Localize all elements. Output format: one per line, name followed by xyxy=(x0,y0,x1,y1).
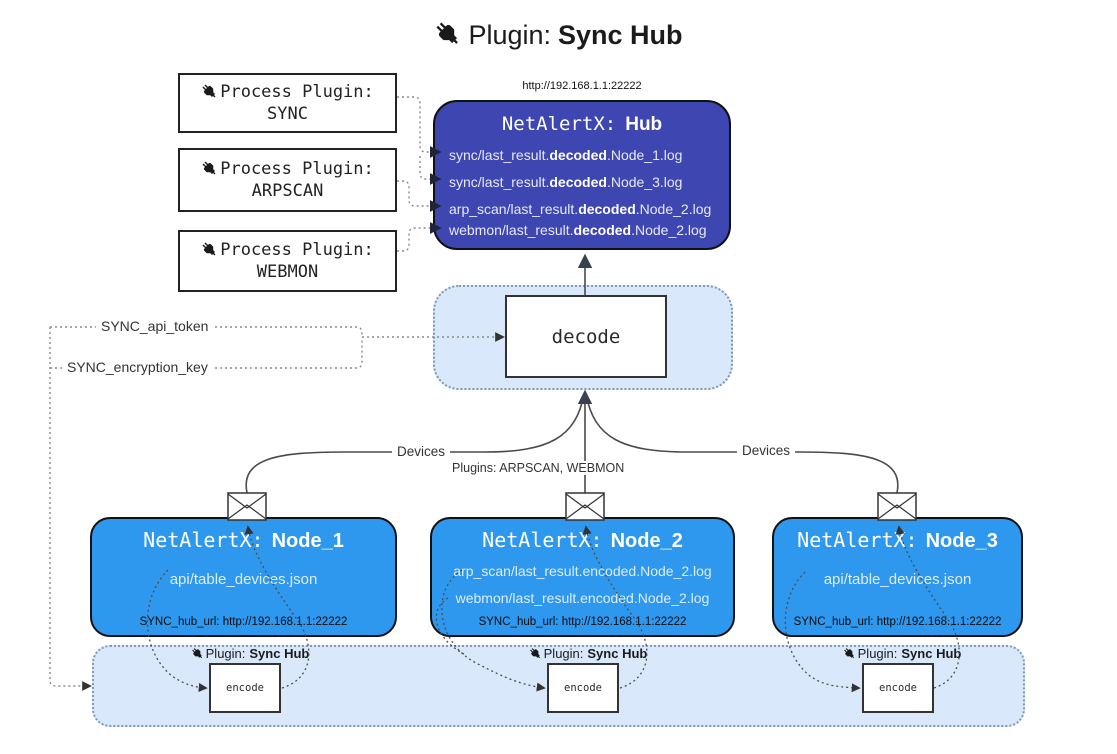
encode-box: encode xyxy=(862,663,934,713)
plug-icon xyxy=(842,646,856,661)
sync-api-token-label: SYNC_api_token xyxy=(96,318,214,334)
devices-right-label: Devices xyxy=(737,443,796,458)
devices-left-label: Devices xyxy=(392,444,451,459)
hub-log-line: sync/last_result.decoded.Node_1.log xyxy=(449,147,683,163)
node-file: arp_scan/last_result.encoded.Node_2.log xyxy=(453,563,712,579)
node-box-node3: NetAlertX:Node_3 api/table_devices.json … xyxy=(772,517,1023,637)
process-plugin-label: Process Plugin: xyxy=(180,159,395,179)
plug-icon xyxy=(200,240,219,259)
process-plugin-box-webmon: Process Plugin: WEBMON xyxy=(178,230,397,292)
encode-plugin-label: Plugin:Sync Hub xyxy=(822,646,982,661)
envelope-icon xyxy=(227,492,267,521)
process-plugin-name: ARPSCAN xyxy=(251,181,324,201)
node-file: api/table_devices.json xyxy=(169,571,318,588)
plug-icon xyxy=(190,646,204,661)
node-title: NetAlertX:Node_3 xyxy=(797,528,998,552)
page-title: Plugin:Sync Hub xyxy=(0,19,1117,51)
plugins-mid-label: Plugins: ARPSCAN, WEBMON xyxy=(447,461,630,475)
plug-icon xyxy=(434,19,463,49)
hub-log-line: arp_scan/last_result.decoded.Node_2.log xyxy=(449,201,712,217)
node-title: NetAlertX:Node_1 xyxy=(143,528,344,552)
hub-log-line: webmon/last_result.decoded.Node_2.log xyxy=(449,222,707,238)
node-hub-url: SYNC_hub_url: http://192.168.1.1:22222 xyxy=(793,616,1002,628)
envelope-icon xyxy=(877,492,917,521)
encode-plugin-label: Plugin:Sync Hub xyxy=(508,646,668,661)
process-plugin-box-sync: Process Plugin: SYNC xyxy=(178,73,397,133)
process-plugin-box-arpscan: Process Plugin: ARPSCAN xyxy=(178,148,397,212)
encode-box: encode xyxy=(209,663,281,713)
node-hub-url: SYNC_hub_url: http://192.168.1.1:22222 xyxy=(139,616,348,628)
hub-url: http://192.168.1.1:22222 xyxy=(522,80,642,92)
process-plugin-label: Process Plugin: xyxy=(180,82,395,102)
plug-icon xyxy=(528,646,542,661)
node-box-node1: NetAlertX:Node_1 api/table_devices.json … xyxy=(90,517,397,637)
plug-icon xyxy=(200,159,219,178)
node-hub-url: SYNC_hub_url: http://192.168.1.1:22222 xyxy=(478,616,687,628)
encode-plugin-label: Plugin:Sync Hub xyxy=(170,646,330,661)
node-file: webmon/last_result.encoded.Node_2.log xyxy=(455,590,710,606)
sync-encryption-key-label: SYNC_encryption_key xyxy=(62,359,213,375)
node-title: NetAlertX:Node_2 xyxy=(482,528,683,552)
node-box-node2: NetAlertX:Node_2 arp_scan/last_result.en… xyxy=(430,517,735,637)
process-plugin-name: WEBMON xyxy=(256,262,319,282)
process-plugin-label: Process Plugin: xyxy=(180,240,395,260)
hub-title: NetAlertX:Hub xyxy=(501,113,663,135)
node-file: api/table_devices.json xyxy=(823,571,972,588)
hub-log-line: sync/last_result.decoded.Node_3.log xyxy=(449,174,683,190)
title-prefix: Plugin: xyxy=(468,20,552,50)
plug-icon xyxy=(200,82,219,101)
envelope-icon xyxy=(565,492,605,521)
encode-box: encode xyxy=(547,663,619,713)
title-name: Sync Hub xyxy=(558,20,683,50)
process-plugin-name: SYNC xyxy=(267,104,308,124)
hub-box: NetAlertX:Hub sync/last_result.decoded.N… xyxy=(433,100,731,250)
decode-box: decode xyxy=(505,295,667,378)
